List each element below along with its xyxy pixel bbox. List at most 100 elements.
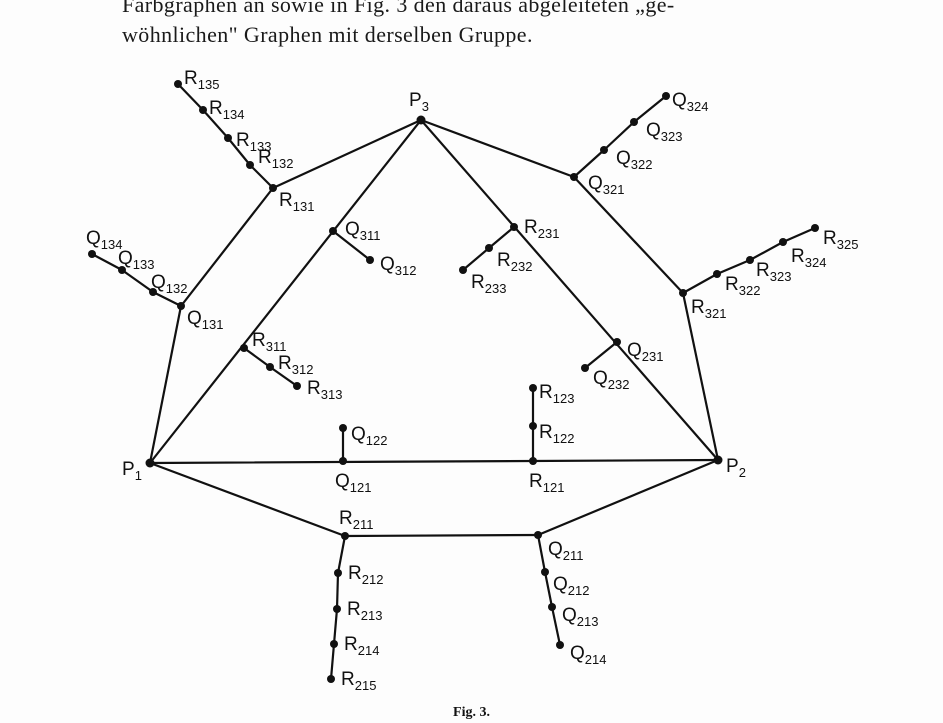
label-subscript: 321 — [705, 306, 727, 321]
label-p2: P2 — [726, 456, 746, 480]
node-q311 — [329, 227, 337, 235]
label-r212: R212 — [348, 563, 383, 587]
node-r132 — [246, 161, 254, 169]
node-q134 — [88, 250, 96, 258]
edge-r214-r215 — [329, 642, 336, 681]
edge-r213-r214 — [332, 607, 339, 646]
label-base: Q — [616, 148, 631, 169]
label-r132: R132 — [258, 147, 293, 171]
node-q133 — [118, 266, 126, 274]
label-q231: Q231 — [627, 340, 663, 364]
edge-r321-r322 — [681, 272, 719, 295]
node-q212 — [541, 568, 549, 576]
label-base: R — [236, 130, 250, 151]
label-subscript: 325 — [837, 237, 859, 252]
label-r323: R323 — [756, 260, 791, 284]
edge-r131-r132 — [248, 163, 275, 190]
label-p1: P1 — [122, 459, 142, 483]
label-subscript: 131 — [202, 317, 224, 332]
label-base: Q — [86, 228, 101, 249]
label-base: Q — [593, 368, 608, 389]
label-base: R — [347, 599, 361, 620]
label-base: Q — [335, 471, 350, 492]
node-r215 — [327, 675, 335, 683]
edge-r133-r134 — [201, 108, 230, 140]
edge-q311-q312 — [331, 229, 372, 262]
label-base: Q — [646, 120, 661, 141]
label-base: R — [339, 508, 353, 529]
node-r232 — [485, 244, 493, 252]
body-text-line-1: Farbgraphen an sowie in Fig. 3 den darau… — [122, 0, 675, 17]
label-r312: R312 — [278, 353, 313, 377]
label-base: R — [539, 422, 553, 443]
label-subscript: 215 — [355, 678, 377, 693]
label-base: P — [122, 459, 135, 480]
label-q323: Q323 — [646, 120, 682, 144]
label-base: Q — [380, 254, 395, 275]
label-subscript: 3 — [422, 99, 429, 114]
label-base: R — [278, 353, 292, 374]
label-r133: R133 — [236, 130, 271, 154]
label-q132: Q132 — [151, 272, 187, 296]
label-subscript: 233 — [485, 281, 507, 296]
node-q312 — [366, 256, 374, 264]
node-r322 — [713, 270, 721, 278]
edge-p2-p3 — [419, 118, 720, 462]
label-subscript: 212 — [362, 572, 384, 587]
label-q212: Q212 — [553, 574, 589, 598]
label-base: Q — [627, 340, 642, 361]
label-q133: Q133 — [118, 248, 154, 272]
label-q232: Q232 — [593, 368, 629, 392]
label-subscript: 135 — [198, 77, 220, 92]
node-q324 — [662, 92, 670, 100]
node-q131 — [177, 302, 185, 310]
label-q321: Q321 — [588, 173, 624, 197]
node-r311 — [240, 344, 248, 352]
edge-p1-p2 — [148, 458, 720, 465]
label-subscript: 132 — [272, 156, 294, 171]
label-base: R — [756, 260, 770, 281]
label-r231: R231 — [524, 217, 559, 241]
edge-p3-q321 — [419, 118, 576, 179]
node-r214 — [330, 640, 338, 648]
label-subscript: 121 — [543, 480, 565, 495]
edge-r212-r213 — [335, 571, 340, 611]
label-base: Q — [345, 219, 360, 240]
node-q322 — [600, 146, 608, 154]
label-subscript: 121 — [350, 480, 372, 495]
label-subscript: 134 — [223, 107, 245, 122]
label-subscript: 311 — [266, 339, 287, 354]
label-base: R — [209, 98, 223, 119]
label-r325: R325 — [823, 228, 858, 252]
label-subscript: 214 — [358, 643, 380, 658]
node-q213 — [548, 603, 556, 611]
label-r123: R123 — [539, 382, 574, 406]
label-base: R — [497, 250, 511, 271]
label-base: R — [341, 669, 355, 690]
label-r233: R233 — [471, 272, 506, 296]
label-r322: R322 — [725, 274, 760, 298]
node-r231 — [510, 223, 518, 231]
figure-caption: Fig. 3. — [453, 705, 490, 720]
label-r311: R311 — [252, 330, 286, 354]
node-r135 — [174, 80, 182, 88]
label-base: R — [252, 330, 266, 351]
label-base: R — [823, 228, 837, 249]
label-subscript: 321 — [603, 182, 625, 197]
node-r323 — [746, 256, 754, 264]
node-q132 — [149, 288, 157, 296]
label-base: R — [348, 563, 362, 584]
label-base: R — [524, 217, 538, 238]
label-r121: R121 — [529, 471, 564, 495]
edge-q132-q133 — [120, 268, 155, 294]
edge-q231-q232 — [583, 340, 619, 370]
edge-q133-q134 — [90, 252, 124, 272]
edge-r232-r233 — [461, 246, 491, 272]
label-r324: R324 — [791, 246, 826, 270]
label-subscript: 2 — [739, 465, 746, 480]
label-subscript: 123 — [553, 391, 575, 406]
node-q214 — [556, 641, 564, 649]
label-q122: Q122 — [351, 424, 387, 448]
